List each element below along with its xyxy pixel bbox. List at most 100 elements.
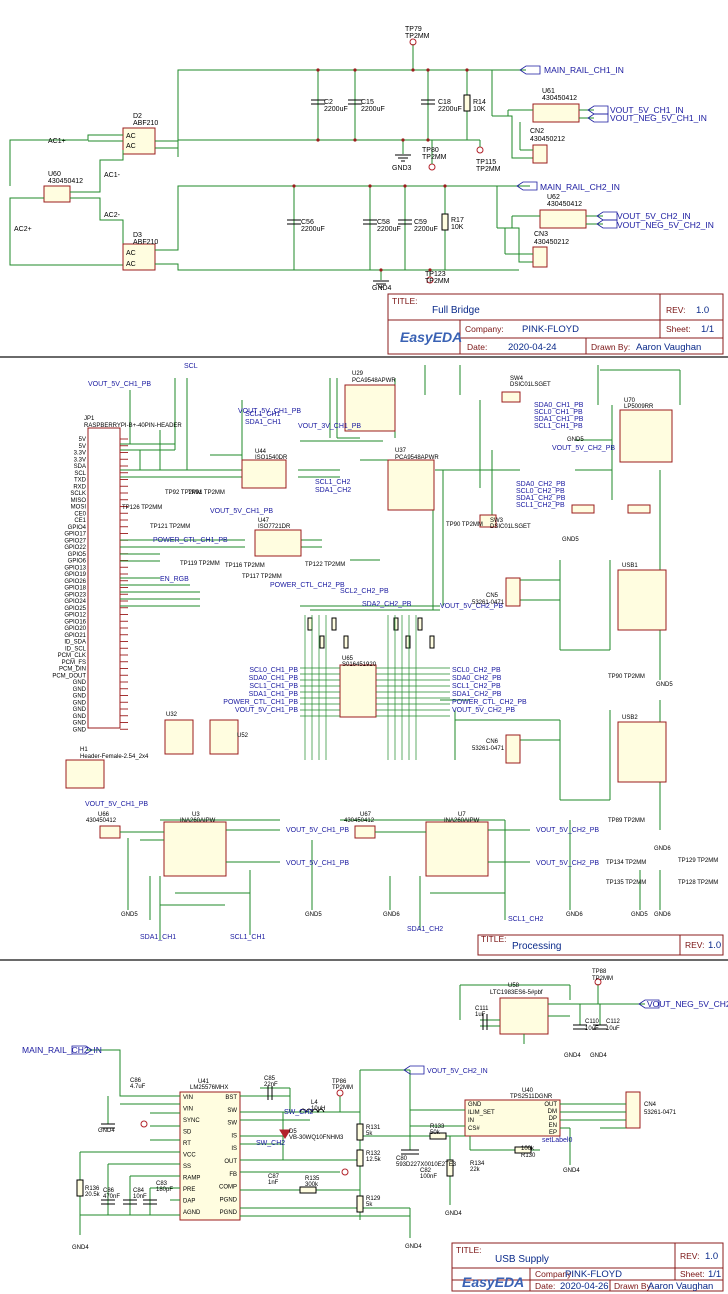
jp1-pin-label-19: GPIO13 xyxy=(64,565,86,571)
vout-5v-ch2-flag: VOUT_5V_CH2_IN xyxy=(617,211,691,221)
processing-sheet xyxy=(65,365,724,956)
ch1-i2c-net-1: SCL0_CH1_PB xyxy=(534,409,583,416)
tb3-company-label: Company: xyxy=(535,1269,574,1279)
jp1-pin-label-0: 5V xyxy=(79,437,86,443)
sw4-body xyxy=(501,391,521,403)
vout-3v-ch1-pb: VOUT_3V_CH1_PB xyxy=(298,423,361,430)
mux-left-net-2: SCL1_CH1_PB xyxy=(249,683,298,690)
u40-pin-left-0: GND xyxy=(468,1102,482,1108)
d3-ref: D3 xyxy=(133,232,142,239)
usb-gnd4-e: GND4 xyxy=(405,1244,422,1250)
u3-ref: U3 xyxy=(192,812,200,818)
power-ctl-ch2-net: POWER_CTL_CH2_PB xyxy=(270,582,345,589)
u40-value: TPS2511DGNR xyxy=(510,1094,553,1100)
jp1-pin-label-42: GND xyxy=(73,721,87,727)
c82-ref: C82 xyxy=(420,1168,432,1174)
scl2-ch2-pb: SCL2_CH2_PB xyxy=(340,588,389,595)
u37-value: PCA9548APWR xyxy=(395,455,439,461)
ac2-plus: AC2+ xyxy=(14,226,32,233)
u47-value: ISO7721DR xyxy=(258,524,291,530)
u41-pin-right-2: SW xyxy=(227,1121,237,1127)
jp1-pin-label-18: GPIO6 xyxy=(68,559,87,565)
gnd4-label: GND4 xyxy=(372,285,392,292)
jp1-pin-label-24: GPIO24 xyxy=(64,599,86,605)
c86b-value: 470nF xyxy=(103,1194,120,1200)
u37-body xyxy=(387,459,435,511)
d2-value: ABF210 xyxy=(133,120,158,127)
jp1-pin-label-27: GPIO16 xyxy=(64,619,86,625)
tb2-title: Processing xyxy=(512,941,561,952)
scl1-ch2: SCL1_CH2 xyxy=(315,479,351,486)
tp122-label: TP122 TP2MM xyxy=(305,562,345,568)
sw4-value: DSIC01LSGET xyxy=(510,382,551,388)
u67-value: 430450412 xyxy=(344,818,375,824)
tb3-date-label: Date: xyxy=(535,1281,555,1291)
u29-value: PCA9548APWR xyxy=(352,378,396,384)
sda1-ch1: SDA1_CH1 xyxy=(245,419,281,426)
u41-pin-left-4: RT xyxy=(183,1141,191,1147)
jp1-pin-label-32: PCM_CLK xyxy=(58,653,86,659)
h1-value: Header-Female-2.54_2x4 xyxy=(80,754,149,760)
tb3-title: USB Supply xyxy=(495,1254,549,1265)
jp1-pin-label-31: ID_SCL xyxy=(65,646,87,652)
u40-pin-left-3: CS# xyxy=(468,1126,480,1132)
tb2-rev-label: REV: xyxy=(685,940,705,950)
jp1-pin-label-17: GPIO5 xyxy=(68,552,87,558)
r129-value: 5k xyxy=(366,1202,373,1208)
cn5-body xyxy=(505,577,521,607)
jp1-pin-label-25: GPIO25 xyxy=(64,606,86,612)
sw4-ref: SW4 xyxy=(510,376,524,382)
u70-body xyxy=(619,409,673,463)
c82-value: 100nF xyxy=(420,1174,437,1180)
cn5-ref: CN5 xyxy=(486,593,499,599)
gnd5-d: GND5 xyxy=(567,437,584,443)
tb1-company: PINK-FLOYD xyxy=(522,324,579,335)
vout-5v-ch1-pb-4: VOUT_5V_CH1_PB xyxy=(286,827,349,834)
jp1-pin-label-33: PCM_FS xyxy=(62,660,86,666)
mux-left-net-1: SDA0_CH1_PB xyxy=(249,675,299,682)
r14-value: 10K xyxy=(473,106,486,113)
jp1-pin-label-8: SCLK xyxy=(70,491,86,497)
jp1-pin-label-3: 3.3V xyxy=(74,457,86,463)
sda1-ch1-bottom: SDA1_CH1 xyxy=(140,934,176,941)
r133-value: 50k xyxy=(430,1130,441,1136)
mux-right-net-4: POWER_CTL_CH2_PB xyxy=(452,699,527,706)
vout-5v-ch2-pb-3: VOUT_5V_CH2_PB xyxy=(536,827,599,834)
u58-ref: U58 xyxy=(508,983,520,989)
r136-ref: R136 xyxy=(85,1186,100,1192)
usb-gnd4-b: GND4 xyxy=(590,1053,607,1059)
vout-neg-ch2-flag: VOUT_NEG_5V_CH2_IN xyxy=(617,220,714,230)
u40-pin-left-2: IN xyxy=(468,1118,474,1124)
c18-value: 2200uF xyxy=(438,106,462,113)
u41-pin-right-5: OUT xyxy=(224,1159,237,1165)
cn4-value: 53261-0471 xyxy=(644,1110,677,1116)
cn3-ref: CN3 xyxy=(534,231,548,238)
u62-ref: U62 xyxy=(547,194,560,201)
sw3-ref: SW3 xyxy=(490,518,504,524)
c2-value: 2200uF xyxy=(324,106,348,113)
u32-ref: U32 xyxy=(166,712,178,718)
jp1-pin-label-6: TXD xyxy=(74,478,87,484)
c111-ref: C111 xyxy=(475,1006,489,1012)
usb-gnd4-a: GND4 xyxy=(564,1053,581,1059)
ch1-i2c-net-3: SCL1_CH1_PB xyxy=(534,423,583,430)
jp1-pin-label-23: GPIO23 xyxy=(64,592,86,598)
r17-value: 10K xyxy=(451,224,464,231)
u41-pin-left-8: PRE xyxy=(183,1187,195,1193)
tp86-value: TP2MM xyxy=(332,1085,353,1091)
u67-ref: U67 xyxy=(360,812,372,818)
jp1-pin-label-28: GPIO20 xyxy=(64,626,86,632)
h1-ref: H1 xyxy=(80,747,88,753)
cn2-ref: CN2 xyxy=(530,128,544,135)
tp79-ref: TP79 xyxy=(405,26,422,33)
vout-5v-ch1-pb-5: VOUT_5V_CH1_PB xyxy=(286,860,349,867)
u32-body xyxy=(164,719,194,755)
sw-ch2-b: SW_CH2 xyxy=(256,1140,285,1147)
tp128-label: TP128 TP2MM xyxy=(678,880,718,886)
usb-main-rail-ch2: MAIN_RAIL_CH2_IN xyxy=(22,1045,102,1055)
jp1-pin-label-4: SDA xyxy=(74,464,86,470)
mux-left-net-5: VOUT_5V_CH1_PB xyxy=(235,707,298,714)
full-bridge-sheet xyxy=(9,38,724,355)
jp1-pin-label-5: SCL xyxy=(74,471,86,477)
tb2-title-label: TITLE: xyxy=(481,934,507,944)
